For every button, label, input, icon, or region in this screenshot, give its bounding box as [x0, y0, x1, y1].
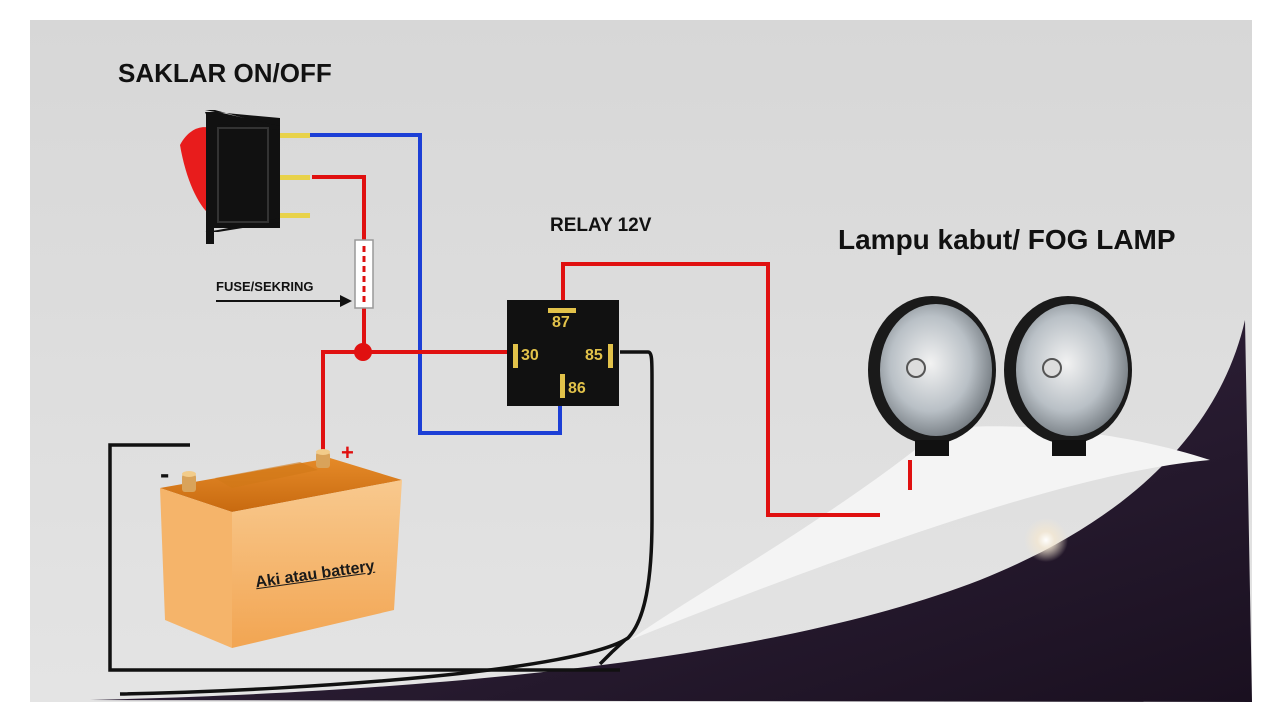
red-wire — [312, 175, 912, 517]
fuse-arrow — [216, 295, 352, 307]
relay-box — [507, 300, 619, 406]
relay-pin-86: 86 — [568, 380, 586, 397]
page-curl-shadow — [90, 320, 1252, 702]
relay-title: RELAY 12V — [550, 215, 652, 236]
battery-positive-sign: + — [341, 440, 354, 465]
blue-wire — [310, 133, 562, 435]
relay-pin-30: 30 — [521, 347, 539, 364]
fuse — [354, 239, 374, 309]
rocker-switch — [180, 110, 310, 244]
relay-pin-85: 85 — [585, 347, 603, 364]
fog-lamp-left — [868, 296, 996, 456]
junction-dot — [354, 343, 372, 361]
page-curl-flap — [630, 426, 1210, 640]
light-spark — [1024, 518, 1068, 562]
relay-pin-87: 87 — [552, 314, 570, 331]
fog-lamp-title: Lampu kabut/ FOG LAMP — [838, 224, 1176, 255]
black-wire — [108, 350, 654, 696]
battery-negative-sign: - — [160, 458, 170, 489]
fog-lamp-right — [1004, 296, 1132, 456]
fuse-label: FUSE/SEKRING — [216, 279, 314, 294]
battery — [160, 449, 402, 648]
switch-title: SAKLAR ON/OFF — [118, 58, 332, 88]
